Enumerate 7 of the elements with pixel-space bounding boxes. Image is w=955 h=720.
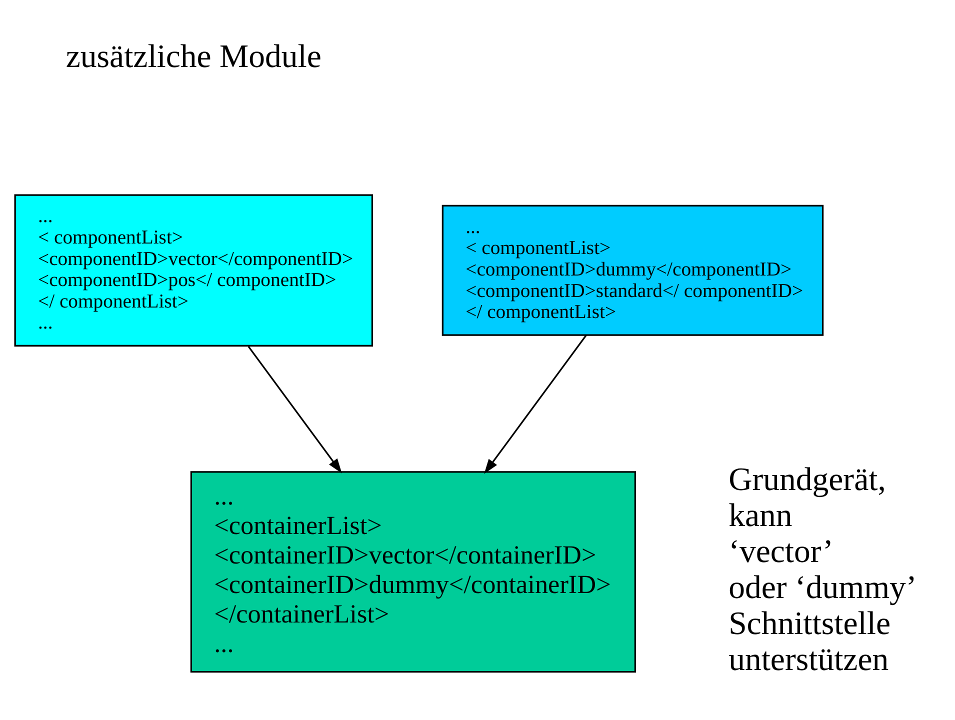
node-label: Grundgerät, kann ‘vector’ oder ‘dummy’ Schnittstelle unterstützen: [728, 461, 917, 678]
label: zusätzliche Module: [66, 38, 322, 75]
arrow: [248, 346, 342, 473]
node-box: ... <containerList> <containerID>vector</containerID> <containerID>dummy</containerID> </containerList> ...: [190, 470, 636, 672]
node-box: ... < componentList> <componentID>dummy</componentID> <componentID>standard</ componentID> </ componentList>: [442, 204, 824, 336]
node-box: ... < componentList> <componentID>vector</componentID> <componentID>pos</ componentID> </ componentList> ...: [14, 194, 374, 346]
arrow: [484, 334, 587, 474]
